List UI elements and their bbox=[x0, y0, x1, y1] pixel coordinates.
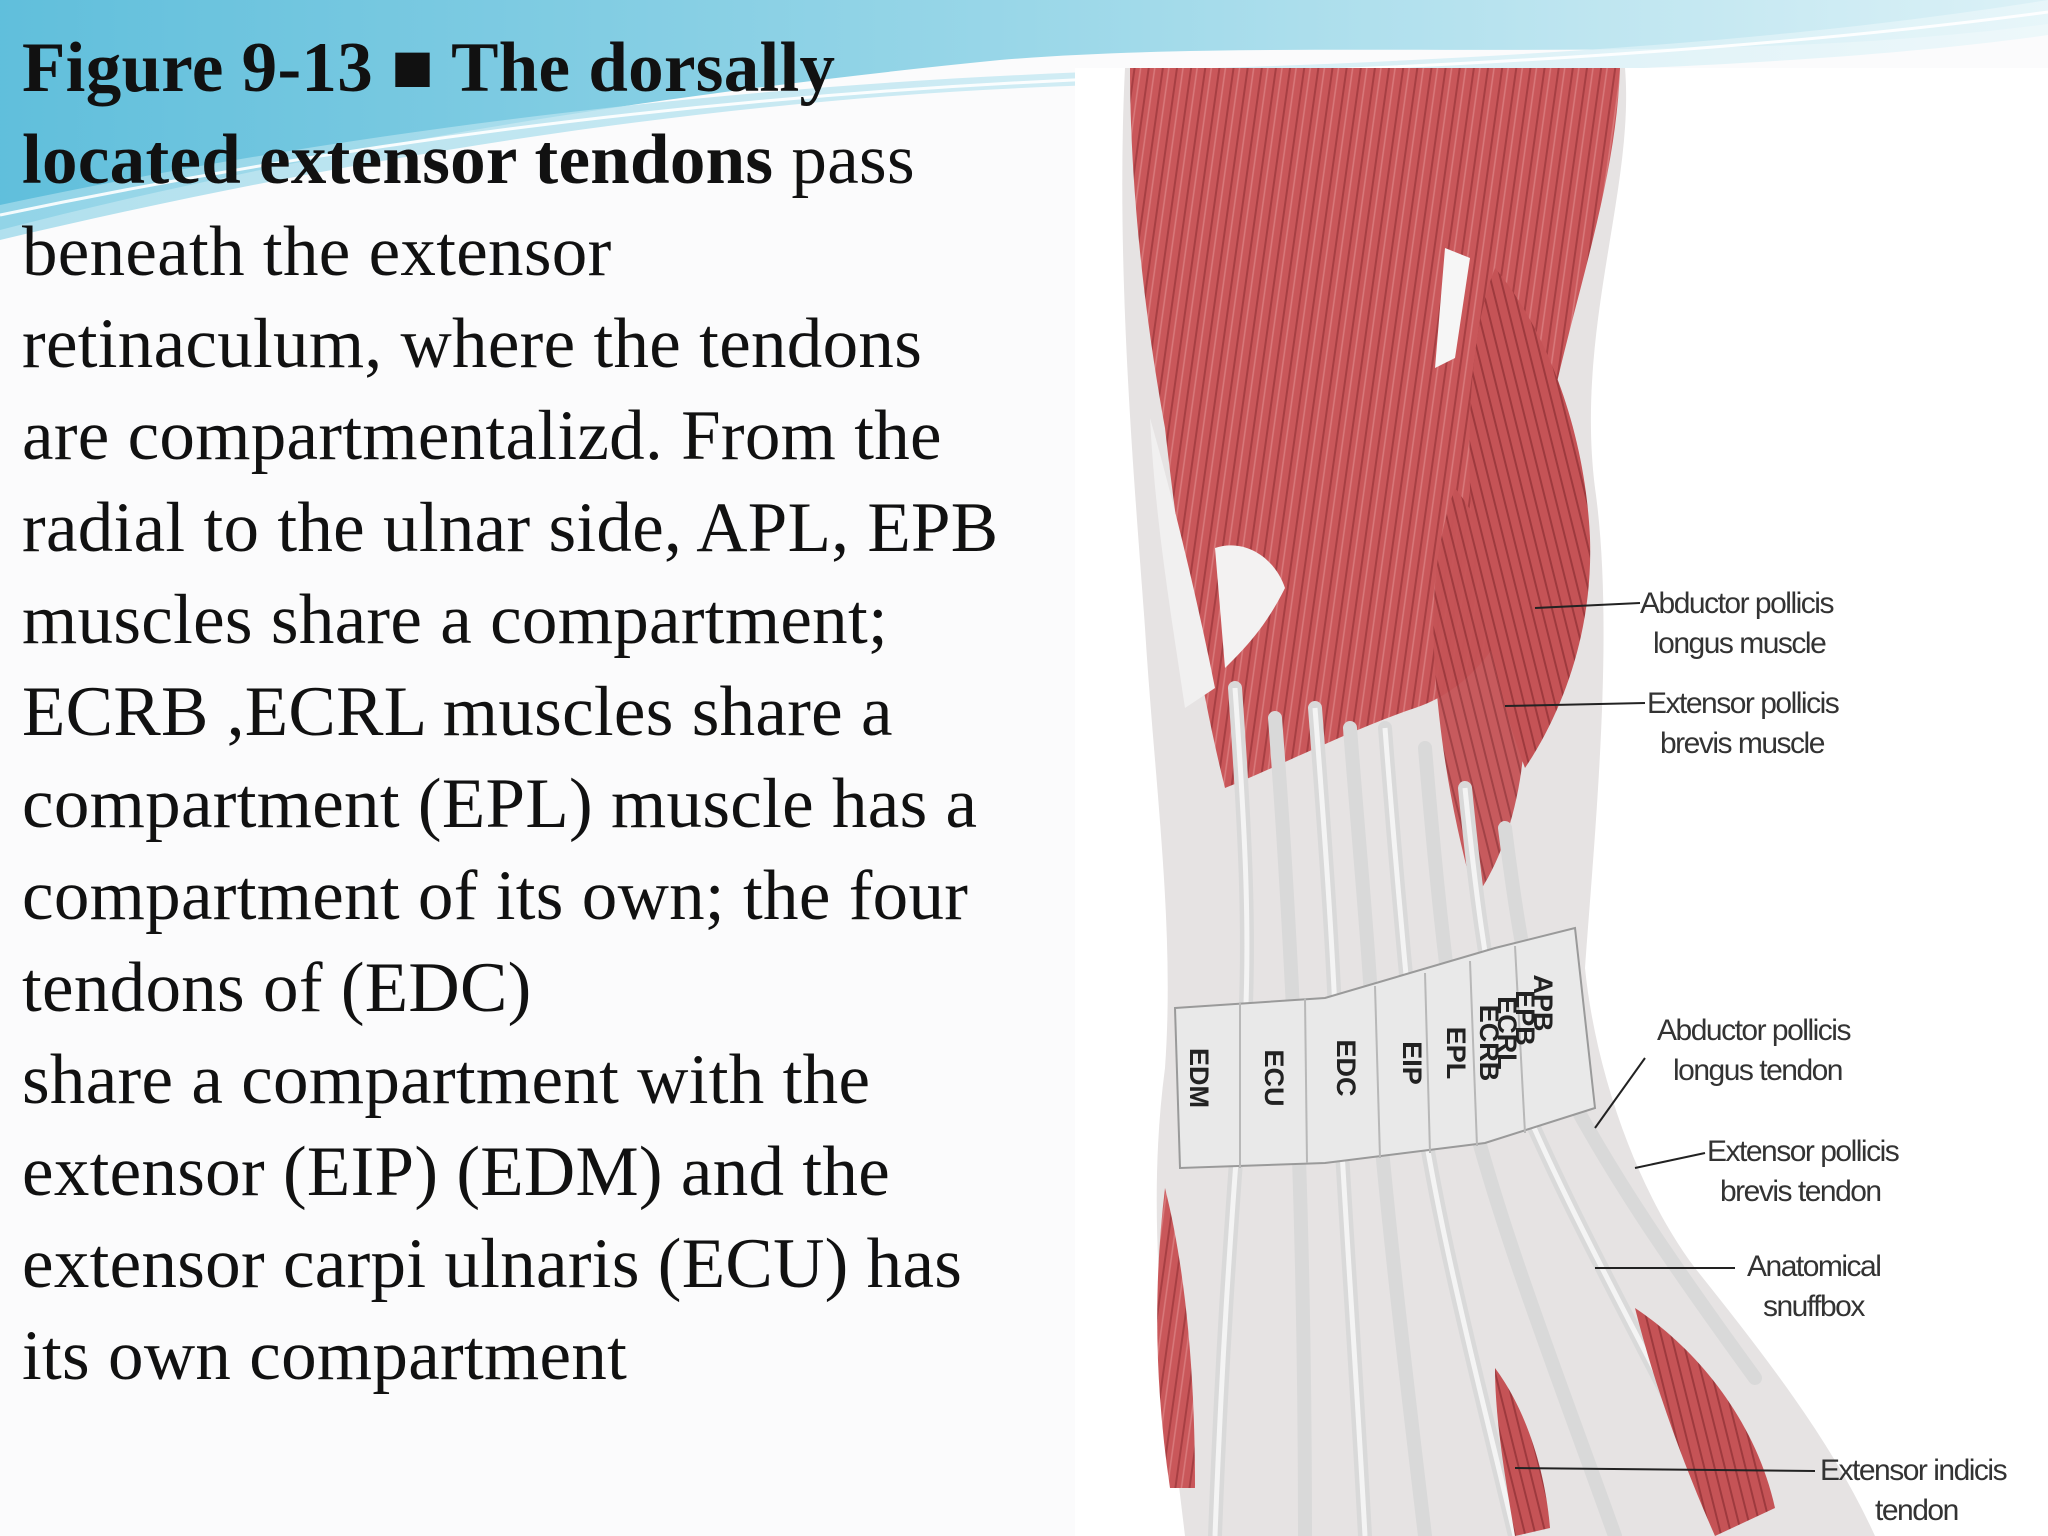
label-extensor-pollicis-brevis-tendon: Extensor pollicis bbox=[1707, 1135, 1899, 1168]
caption-line-1: Figure 9-13 ■ The dorsally bbox=[22, 22, 1122, 114]
label-abductor-pollicis-longus-muscle: Abductor pollicis bbox=[1640, 587, 1833, 620]
compartment-label-edc: EDC bbox=[1331, 1039, 1361, 1096]
caption-line: radial to the ulnar side, APL, EPB bbox=[22, 489, 999, 567]
caption-line: retinaculum, where the tendons bbox=[22, 305, 923, 383]
compartment-label-eip: EIP bbox=[1397, 1041, 1427, 1085]
extensor-retinaculum bbox=[1173, 926, 1597, 1170]
figure-caption: Figure 9-13 ■ The dorsally located exten… bbox=[22, 22, 1122, 1402]
header-wave-band bbox=[0, 0, 2048, 230]
caption-line-2: located extensor tendons pass bbox=[22, 114, 1122, 206]
compartment-label-epb: EPB bbox=[1510, 990, 1540, 1046]
label-extensor-pollicis-brevis-muscle: Extensor pollicis bbox=[1647, 687, 1839, 720]
svg-text:snuffbox: snuffbox bbox=[1763, 1290, 1865, 1323]
compartment-label-epl: EPL bbox=[1441, 1027, 1471, 1080]
compartment-label-ecrl: ECRL bbox=[1492, 996, 1522, 1070]
caption-line: share a compartment with the bbox=[22, 1041, 871, 1119]
figure-number: Figure 9-13 bbox=[22, 29, 374, 107]
label-anatomical-snuffbox: Anatomical bbox=[1747, 1250, 1880, 1283]
caption-line: ECRB ,ECRL muscles share a bbox=[22, 673, 893, 751]
compartment-label-apb: APB bbox=[1528, 974, 1558, 1031]
caption-line: beneath the extensor bbox=[22, 213, 612, 291]
label-abductor-pollicis-longus-tendon: Abductor pollicis bbox=[1657, 1014, 1850, 1047]
first-dorsal-interosseous-muscle bbox=[1635, 1308, 1775, 1536]
caption-title-part-1: The dorsally bbox=[451, 29, 836, 107]
compartment-label-edm: EDM bbox=[1184, 1048, 1214, 1108]
caption-line: compartment (EPL) muscle has a bbox=[22, 765, 978, 843]
svg-text:tendon: tendon bbox=[1875, 1494, 1958, 1527]
caption-line: its own compartment bbox=[22, 1317, 628, 1395]
label-extensor-indicis-tendon: Extensor indicis bbox=[1820, 1454, 2007, 1487]
compartment-label-ecrb: ECRB bbox=[1474, 1005, 1504, 1082]
caption-line: extensor carpi ulnaris (ECU) has bbox=[22, 1225, 963, 1303]
caption-line: tendons of (EDC) bbox=[22, 949, 532, 1027]
svg-text:brevis muscle: brevis muscle bbox=[1660, 727, 1825, 760]
compartment-label-ecu: ECU bbox=[1259, 1049, 1289, 1106]
caption-line: are compartmentalizd. From the bbox=[22, 397, 942, 475]
caption-line: muscles share a compartment; bbox=[22, 581, 889, 659]
svg-text:longus muscle: longus muscle bbox=[1653, 627, 1826, 660]
svg-text:brevis tendon: brevis tendon bbox=[1720, 1175, 1881, 1208]
svg-text:longus tendon: longus tendon bbox=[1673, 1054, 1842, 1087]
extensor-pollicis-brevis-muscle bbox=[1433, 488, 1525, 898]
caption-line-2-rest: pass bbox=[773, 121, 915, 199]
caption-line: compartment of its own; the four bbox=[22, 857, 969, 935]
caption-line: extensor (EIP) (EDM) and the bbox=[22, 1133, 891, 1211]
caption-title-part-2: located extensor tendons bbox=[22, 121, 774, 199]
square-glyph: ■ bbox=[391, 29, 435, 107]
hypothenar-muscle bbox=[1157, 1188, 1195, 1488]
